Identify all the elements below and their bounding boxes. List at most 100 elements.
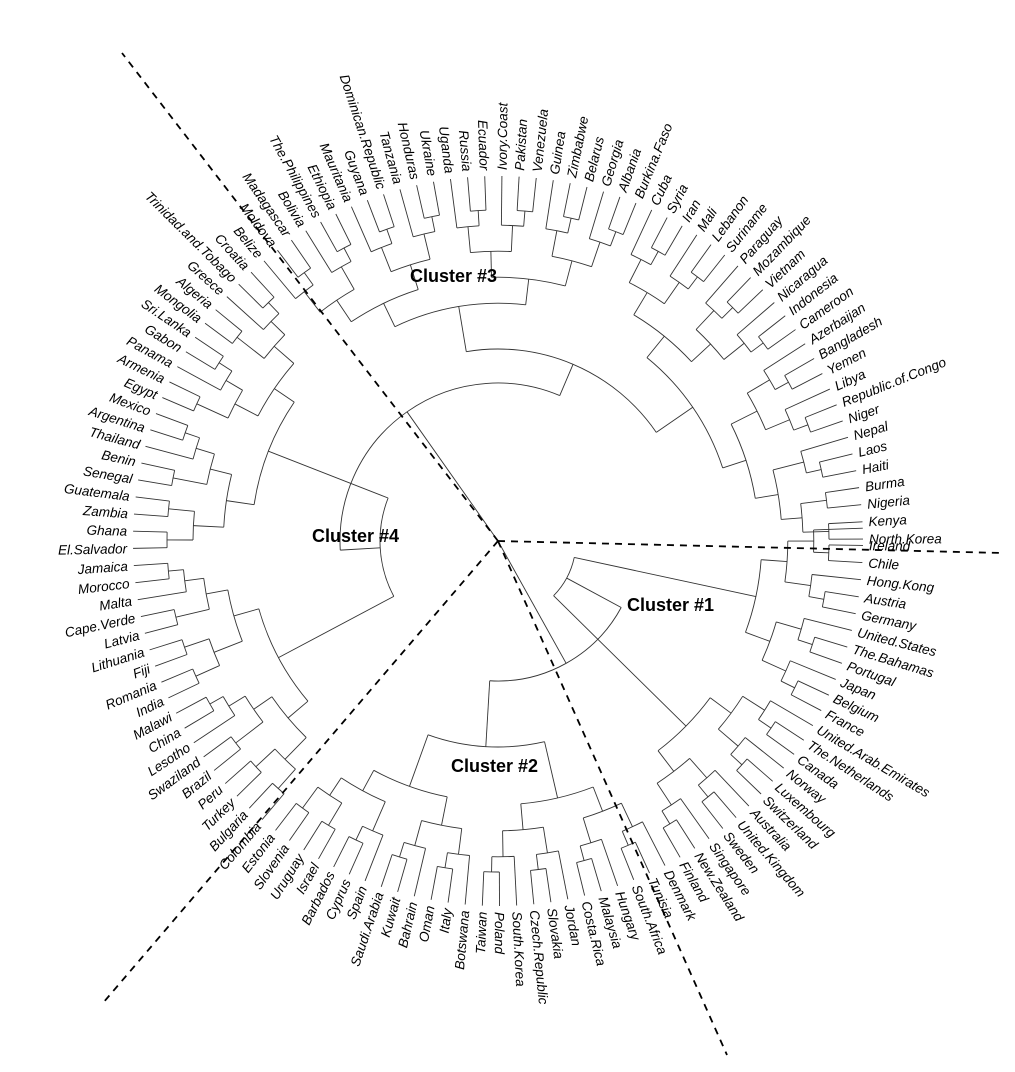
branch-stem	[303, 820, 323, 851]
branch-stem	[303, 272, 314, 286]
merge-arc	[206, 453, 215, 485]
branch-stem	[822, 470, 857, 478]
branch-stem	[797, 639, 813, 646]
leaf-label: Kenya	[868, 512, 908, 529]
branch-stem	[669, 234, 698, 277]
leaf-label: Fiji	[131, 661, 153, 681]
leaf-label: Benin	[100, 447, 137, 469]
merge-arc	[370, 243, 393, 253]
merge-arc	[317, 786, 343, 804]
merge-arc	[784, 409, 795, 431]
branch-stem	[578, 186, 588, 221]
branch-stem	[791, 373, 823, 390]
branch-stem	[646, 335, 665, 358]
merge-arc	[763, 370, 776, 390]
merge-arc	[580, 838, 602, 847]
branch-stem	[149, 639, 183, 651]
merge-arc	[182, 425, 189, 441]
branch-stem	[695, 310, 715, 330]
branch-stem	[413, 848, 426, 897]
merge-arc	[797, 618, 805, 640]
merge-arc	[331, 261, 352, 273]
branch-stem	[333, 836, 350, 868]
merge-arc	[466, 348, 657, 433]
branch-stem	[215, 309, 243, 332]
branch-stem	[633, 292, 648, 316]
branch-stem	[582, 817, 592, 843]
merge-arc	[827, 544, 830, 561]
branch-stem	[343, 247, 352, 262]
branch-stem	[423, 233, 431, 260]
branch-stem	[458, 828, 463, 855]
branch-stem	[328, 802, 343, 826]
branch-stem	[467, 226, 471, 253]
branch-stem	[138, 479, 172, 487]
branch-stem	[137, 591, 187, 601]
branch-stem	[758, 719, 772, 729]
branch-stem	[444, 852, 448, 868]
branch-stem	[168, 569, 184, 572]
branch-stem	[567, 218, 572, 234]
branch-stem	[224, 760, 251, 784]
branch-stem	[372, 801, 386, 832]
branch-stem	[383, 194, 395, 227]
branch-stem	[268, 450, 389, 499]
branch-stem	[530, 870, 535, 905]
branch-stem	[642, 821, 666, 866]
branch-stem	[340, 547, 381, 551]
merge-arc	[576, 858, 592, 863]
leaf-label: South.Korea	[509, 911, 528, 987]
leaf-label: Malta	[98, 593, 133, 613]
branch-stem	[814, 636, 848, 648]
leaf-label: Slovakia	[544, 907, 566, 960]
branch-stem	[210, 468, 232, 475]
leaf-label: Oman	[416, 904, 437, 943]
branch-stem	[133, 530, 168, 533]
leaf-label: Poland	[492, 912, 507, 955]
merge-arc	[295, 803, 310, 813]
branch-stem	[133, 562, 168, 567]
branch-stem	[770, 700, 814, 726]
branch-stem	[775, 721, 805, 741]
merge-arc	[258, 608, 309, 702]
merge-arc	[736, 334, 752, 353]
branch-stem	[213, 640, 243, 653]
branch-stem	[559, 364, 574, 396]
branch-stem	[226, 296, 264, 330]
leaf-label: Austria	[862, 590, 907, 611]
merge-arc	[220, 370, 233, 391]
branch-stem	[656, 406, 694, 433]
branch-stem	[620, 803, 633, 827]
branch-stem	[630, 209, 653, 255]
merge-arc	[373, 769, 448, 798]
branch-stem	[746, 758, 774, 782]
branch-stem	[238, 283, 264, 309]
branch-stem	[635, 841, 650, 874]
leaf-label: Jamaica	[76, 559, 129, 577]
merge-arc	[214, 355, 224, 370]
branch-stem	[765, 419, 790, 431]
branch-stem	[591, 241, 601, 267]
branch-stem	[691, 343, 711, 363]
root-stem	[500, 546, 567, 664]
merge-arc	[297, 267, 311, 278]
leaf-label: Haiti	[861, 457, 891, 477]
merge-arc	[227, 389, 243, 419]
merge-arc	[669, 275, 689, 290]
branch-stem	[730, 410, 758, 425]
branch-stem	[477, 210, 480, 226]
branch-stem	[628, 259, 642, 283]
branch-stem	[366, 200, 380, 233]
branch-stem	[810, 420, 843, 433]
merge-arc	[192, 668, 200, 684]
leaf-label: Nigeria	[866, 493, 911, 512]
branch-stem	[193, 715, 236, 744]
merge-arc	[784, 375, 793, 390]
merge-arc	[351, 289, 419, 323]
branch-stem	[784, 388, 831, 410]
branch-stem	[184, 638, 210, 648]
branch-stem	[416, 185, 425, 219]
merge-arc	[633, 314, 692, 362]
divider-cluster-1-3	[497, 540, 1004, 554]
